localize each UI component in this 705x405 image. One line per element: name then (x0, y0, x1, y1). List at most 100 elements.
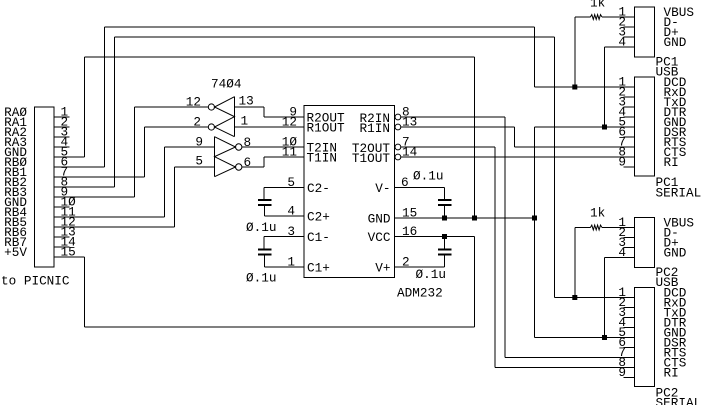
svg-text:RxD: RxD (664, 85, 687, 100)
svg-text:RA1: RA1 (4, 115, 27, 130)
svg-text:RI: RI (664, 155, 679, 170)
svg-text:PC1: PC1 (656, 175, 679, 190)
svg-text:1: 1 (287, 255, 295, 270)
svg-text:9: 9 (618, 155, 626, 170)
svg-text:GND: GND (4, 145, 27, 160)
svg-text:GND: GND (664, 326, 687, 341)
svg-text:R1OUT: R1OUT (307, 121, 345, 136)
svg-text:3: 3 (287, 224, 295, 239)
svg-text:RA3: RA3 (4, 135, 27, 150)
svg-text:TxD: TxD (664, 306, 687, 321)
svg-text:3: 3 (618, 95, 626, 110)
svg-text:9: 9 (289, 105, 297, 120)
svg-text:9: 9 (195, 135, 203, 150)
svg-text:16: 16 (402, 224, 417, 239)
svg-text:D+: D+ (664, 236, 679, 251)
svg-text:5: 5 (618, 325, 626, 340)
svg-text:USB: USB (656, 65, 679, 80)
svg-text:8: 8 (402, 105, 410, 120)
svg-text:14: 14 (61, 235, 76, 250)
svg-text:7: 7 (61, 165, 69, 180)
svg-text:4: 4 (618, 35, 626, 50)
svg-text:RB4: RB4 (4, 205, 27, 220)
svg-text:DTR: DTR (664, 105, 687, 120)
svg-text:4: 4 (287, 204, 295, 219)
svg-text:T1IN: T1IN (307, 151, 337, 166)
svg-text:R2IN: R2IN (360, 111, 390, 126)
svg-text:9: 9 (61, 185, 69, 200)
svg-text:SERIAL: SERIAL (656, 185, 702, 200)
svg-text:5: 5 (61, 145, 69, 160)
svg-text:RTS: RTS (664, 135, 687, 150)
svg-text:Ø.1u: Ø.1u (413, 169, 443, 184)
svg-text:C2-: C2- (307, 181, 330, 196)
svg-text:GND: GND (664, 246, 687, 261)
svg-text:11: 11 (61, 205, 76, 220)
svg-text:DCD: DCD (664, 75, 687, 90)
svg-text:1Ø: 1Ø (282, 135, 298, 150)
svg-text:12: 12 (61, 215, 76, 230)
svg-text:T2OUT: T2OUT (352, 141, 390, 156)
svg-text:RB1: RB1 (4, 165, 27, 180)
svg-text:1: 1 (241, 114, 249, 129)
svg-text:DCD: DCD (664, 286, 687, 301)
svg-text:2: 2 (618, 225, 626, 240)
svg-text:3: 3 (618, 235, 626, 250)
svg-text:9: 9 (618, 365, 626, 380)
svg-text:CTS: CTS (664, 145, 687, 160)
svg-text:1: 1 (61, 105, 69, 120)
svg-text:DSR: DSR (664, 125, 687, 140)
svg-text:Ø.1u: Ø.1u (246, 220, 276, 235)
svg-text:14: 14 (402, 145, 417, 160)
svg-text:ADM232: ADM232 (397, 286, 443, 301)
svg-text:12: 12 (186, 95, 201, 110)
svg-text:C1+: C1+ (307, 261, 330, 276)
svg-text:+5V: +5V (4, 245, 27, 260)
svg-text:6: 6 (61, 155, 69, 170)
svg-text:SERIAL: SERIAL (656, 395, 702, 405)
svg-text:4: 4 (618, 315, 626, 330)
svg-text:6: 6 (244, 155, 252, 170)
svg-text:4: 4 (61, 135, 69, 150)
svg-text:1: 1 (618, 5, 626, 20)
svg-text:D-: D- (664, 15, 679, 30)
svg-text:D+: D+ (664, 25, 679, 40)
svg-text:2: 2 (618, 295, 626, 310)
svg-text:8: 8 (61, 175, 69, 190)
svg-text:13: 13 (61, 225, 76, 240)
svg-text:1k: 1k (590, 206, 605, 221)
svg-text:7: 7 (618, 345, 626, 360)
svg-text:D-: D- (664, 226, 679, 241)
svg-text:USB: USB (656, 275, 679, 290)
svg-text:R1IN: R1IN (360, 121, 390, 136)
svg-text:7: 7 (618, 135, 626, 150)
svg-text:12: 12 (282, 115, 297, 130)
svg-text:GND: GND (4, 195, 27, 210)
svg-text:VBUS: VBUS (664, 216, 694, 231)
svg-text:T1OUT: T1OUT (352, 151, 390, 166)
svg-text:CTS: CTS (664, 356, 687, 371)
svg-text:VCC: VCC (368, 230, 391, 245)
svg-text:TxD: TxD (664, 95, 687, 110)
svg-text:T2IN: T2IN (307, 141, 337, 156)
svg-text:2: 2 (193, 115, 201, 130)
svg-text:5: 5 (618, 115, 626, 130)
svg-text:RB3: RB3 (4, 185, 27, 200)
svg-text:2: 2 (618, 15, 626, 30)
svg-text:8: 8 (618, 145, 626, 160)
svg-text:RA2: RA2 (4, 125, 27, 140)
svg-text:6: 6 (618, 125, 626, 140)
svg-text:4: 4 (618, 105, 626, 120)
svg-text:74Ø4: 74Ø4 (211, 77, 241, 92)
svg-text:Ø.1u: Ø.1u (246, 271, 276, 286)
svg-text:13: 13 (239, 94, 254, 109)
svg-text:11: 11 (282, 145, 297, 160)
svg-text:6: 6 (401, 175, 409, 190)
svg-text:Ø.1u: Ø.1u (416, 267, 446, 282)
svg-text:3: 3 (618, 25, 626, 40)
svg-text:RI: RI (664, 366, 679, 381)
svg-text:PC2: PC2 (656, 265, 679, 280)
svg-text:3: 3 (61, 125, 69, 140)
svg-text:5: 5 (287, 175, 295, 190)
svg-text:GND: GND (664, 35, 687, 50)
